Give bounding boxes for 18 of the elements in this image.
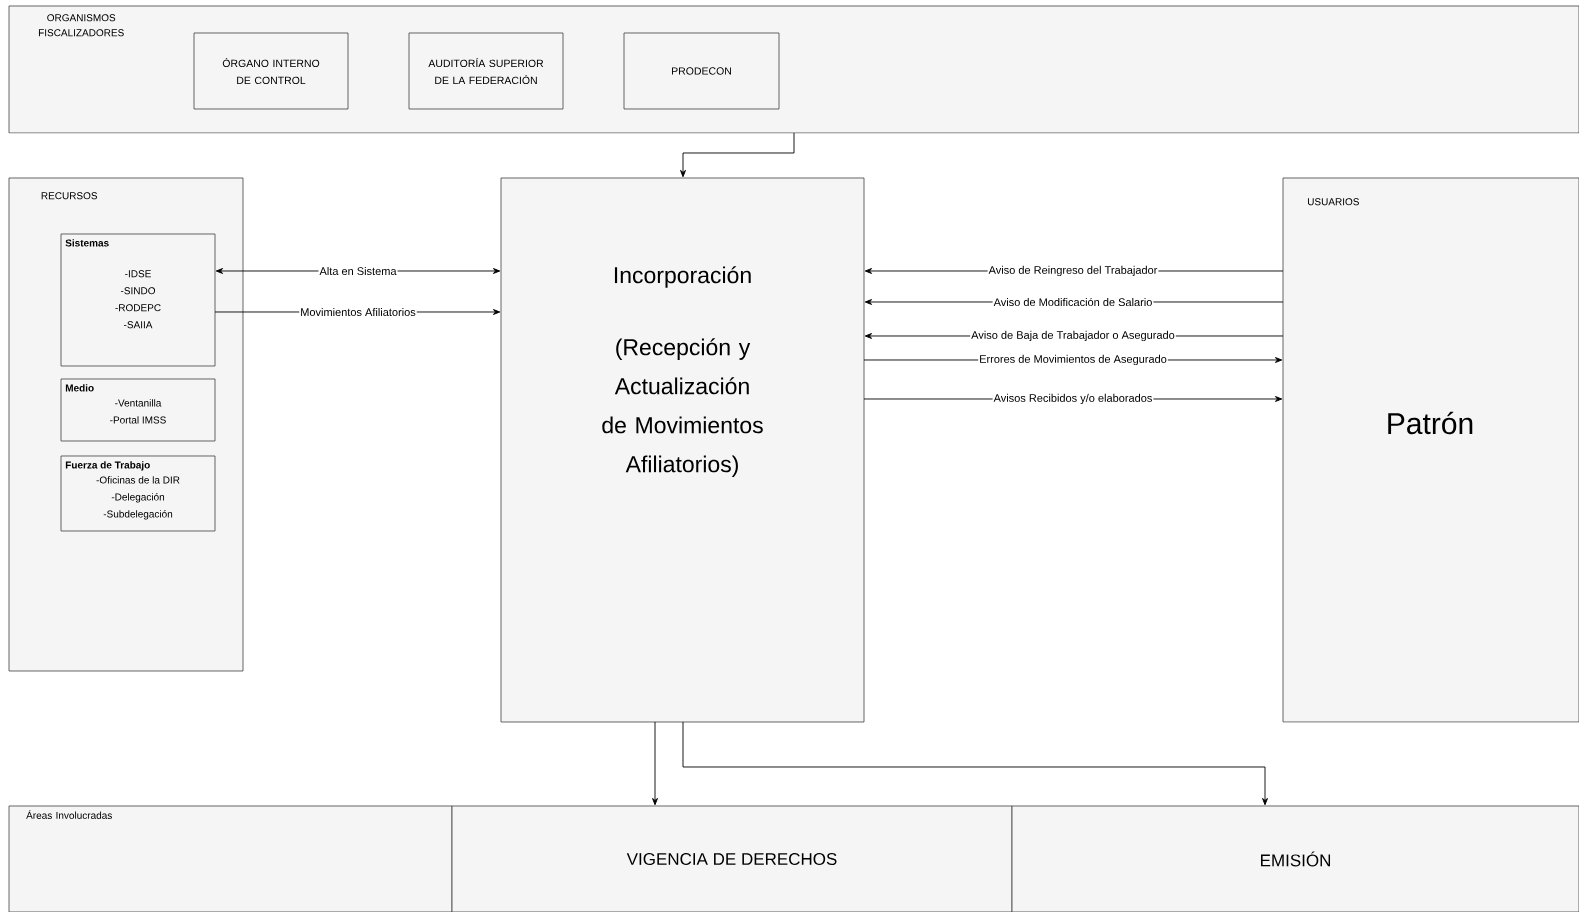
resource-box: Fuerza de Trabajo -Oficinas de la DIR -Delegación -Subdelegación: [60, 455, 216, 532]
edge-label: Aviso de Modificación de Salario: [992, 296, 1154, 308]
entity-box: PRODECON: [623, 32, 780, 110]
arrow: [652, 721, 658, 806]
arrow: [682, 721, 1268, 806]
process-box: Incorporación (Recepción y Actualización de Movimientos Afiliatorios): [500, 177, 865, 723]
entity-box: ÓRGANO INTERNO DE CONTROL: [193, 32, 349, 110]
user-panel: USUARIOS Patrón: [1282, 177, 1579, 723]
entity-box: AUDITORÍA SUPERIOR DE LA FEDERACIÓN: [408, 32, 564, 110]
edge-label: Movimientos Afiliatorios: [299, 306, 417, 318]
area-cell: EMISIÓN: [1011, 805, 1579, 912]
resource-box: Sistemas -IDSE -SINDO -RODEPC -SAIIA: [60, 233, 216, 367]
edge-label: Alta en Sistema: [318, 265, 398, 277]
group-panel: Áreas Involucradas: [8, 805, 453, 912]
node-label: VIGENCIA DE DERECHOS: [626, 852, 837, 866]
resource-box: Medio -Ventanilla -Portal IMSS: [60, 378, 216, 442]
arrow: [680, 132, 795, 178]
area-cell: VIGENCIA DE DERECHOS: [451, 805, 1013, 912]
